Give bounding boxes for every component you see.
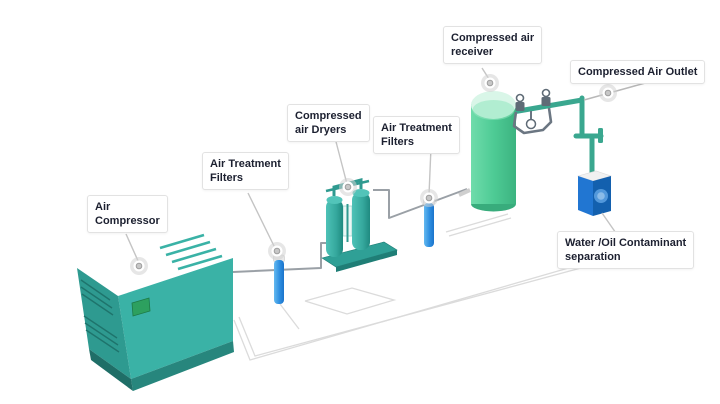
- compressed-air-dryers-label: Compressed air Dryers: [287, 104, 370, 143]
- compressed-air-dryer-graphic: [321, 178, 398, 272]
- air-receiver-graphic: [471, 91, 516, 212]
- air-receiver-marker: [481, 74, 499, 92]
- floor-drain-pipes: [233, 213, 667, 361]
- air-compressor-marker: [130, 257, 148, 275]
- compressed-air-outlet-label: Compressed Air Outlet: [570, 60, 706, 85]
- compressor-side-vents: [80, 279, 120, 353]
- air-treatment-filter-1-graphic: [273, 254, 285, 304]
- water-oil-separation-label: Water /Oil Contaminant separation: [557, 231, 695, 270]
- air-treatment-filters-2-label: Air Treatment Filters: [373, 116, 460, 155]
- air-outlet-marker: [599, 84, 617, 102]
- air-filter-1-marker: [268, 242, 286, 260]
- callout-markers: [130, 74, 617, 275]
- receiver-drain-stub: [458, 188, 471, 197]
- outlet-pipe-flange: [598, 128, 603, 143]
- water-oil-separator-graphic: [576, 170, 613, 216]
- compressor-top-vents: [159, 233, 223, 271]
- valve-assembly-graphic: [512, 88, 553, 135]
- compressor-nameplate: [131, 297, 151, 317]
- air-filter-2-marker: [420, 189, 438, 207]
- air-dryer-marker: [339, 178, 357, 196]
- compressed-air-receiver-label: Compressed air receiver: [443, 26, 543, 65]
- air-compressor-label: Air Compressor: [87, 195, 168, 234]
- air-treatment-filters-1-label: Air Treatment Filters: [202, 152, 289, 191]
- air-compressor-graphic: [77, 233, 234, 391]
